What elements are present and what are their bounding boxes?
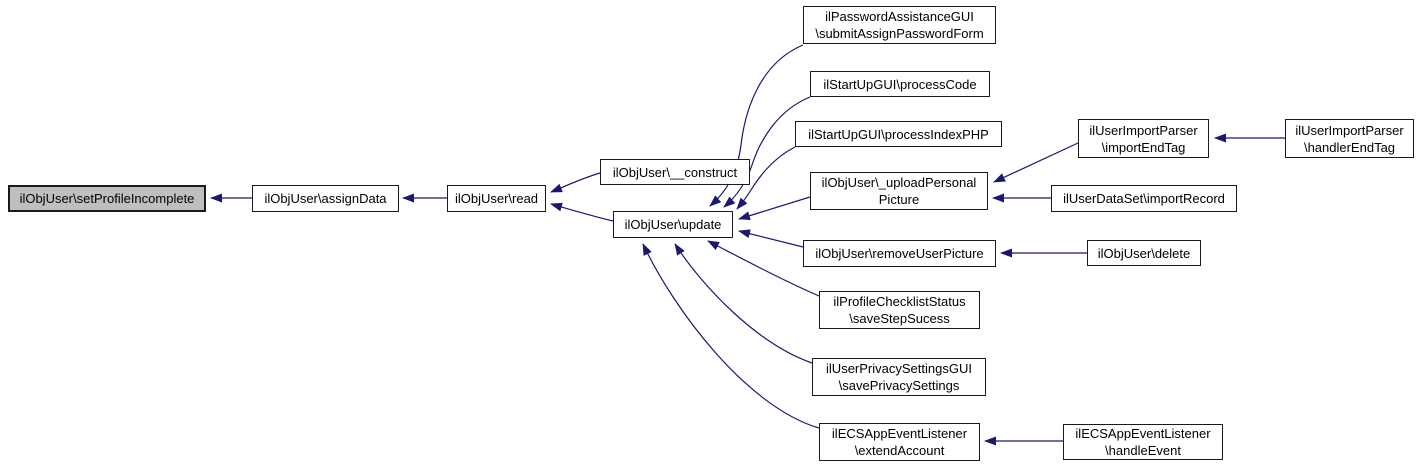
graph-node-update[interactable]: ilObjUser\update bbox=[613, 211, 733, 238]
edge-uploadPersonalPicture-to-update bbox=[738, 196, 811, 221]
edge-construct-to-read bbox=[550, 172, 601, 193]
edge-saveStepSucess-to-update bbox=[707, 240, 820, 297]
edge-processIndexPHP-to-update bbox=[736, 146, 796, 210]
graph-node-processCode[interactable]: ilStartUpGUI\processCode bbox=[810, 71, 990, 97]
graph-node-importRecord[interactable]: ilUserDataSet\importRecord bbox=[1051, 185, 1237, 212]
graph-node-read[interactable]: ilObjUser\read bbox=[447, 185, 546, 212]
node-label-line: ilECSAppEventListener bbox=[1075, 426, 1211, 441]
graph-node-extendAccount[interactable]: ilECSAppEventListener \extendAccount bbox=[819, 423, 980, 461]
node-label-line: Picture bbox=[878, 192, 920, 207]
node-label-line: \submitAssignPasswordForm bbox=[815, 26, 984, 41]
graph-node-savePrivacySettings[interactable]: ilUserPrivacySettingsGUI \savePrivacySett… bbox=[812, 358, 986, 396]
node-label-line: ilStartUpGUI\processCode bbox=[823, 76, 977, 92]
node-label-line: ilObjUser\removeUserPicture bbox=[815, 246, 984, 261]
node-label-line: ilUserDataSet\importRecord bbox=[1063, 191, 1225, 206]
node-label-line: ilUserPrivacySettingsGUI bbox=[826, 361, 972, 376]
node-label-line: ilObjUser\__construct bbox=[612, 164, 738, 180]
node-label-line: ilECSAppEventListener bbox=[831, 426, 968, 441]
edge-processCode-to-update bbox=[723, 96, 811, 208]
node-label-line: ilObjUser\_uploadPersonal bbox=[821, 175, 977, 190]
node-label-line: \extendAccount bbox=[854, 443, 945, 458]
graph-node-assignData[interactable]: ilObjUser\assignData bbox=[252, 185, 399, 212]
node-label-line: ilUserImportParser bbox=[1295, 122, 1404, 138]
node-label-line: \importEndTag bbox=[1101, 139, 1186, 155]
edge-submitAssignPasswordForm-to-update bbox=[709, 44, 804, 207]
graph-node-submitAssignPasswordForm[interactable]: ilPasswordAssistanceGUI \submitAssignPass… bbox=[803, 6, 996, 44]
node-label-line: ilPasswordAssistanceGUI bbox=[825, 9, 974, 24]
edge-extendAccount-to-update bbox=[642, 243, 820, 429]
node-label-line: \saveStepSucess bbox=[849, 311, 950, 326]
graph-node-delete[interactable]: ilObjUser\delete bbox=[1087, 240, 1201, 266]
graph-node-handleEvent[interactable]: ilECSAppEventListener \handleEvent bbox=[1063, 424, 1223, 460]
edge-importEndTag-to-uploadPersonalPicture bbox=[993, 142, 1079, 183]
node-label-line: ilObjUser\delete bbox=[1097, 245, 1191, 261]
graph-node-setProfileIncomplete: ilObjUser\setProfileIncomplete bbox=[8, 185, 206, 212]
graph-node-importEndTag[interactable]: ilUserImportParser\importEndTag bbox=[1078, 119, 1209, 158]
node-label-line: \handleEvent bbox=[1105, 443, 1181, 458]
graph-node-saveStepSucess[interactable]: ilProfileChecklistStatus \saveStepSucess bbox=[819, 291, 980, 329]
node-label-line: ilUserImportParser bbox=[1089, 122, 1198, 138]
node-label-line: \handlerEndTag bbox=[1303, 139, 1396, 155]
edge-update-to-read bbox=[550, 202, 614, 222]
graph-node-handlerEndTag[interactable]: ilUserImportParser\handlerEndTag bbox=[1285, 119, 1414, 158]
edge-savePrivacySettings-to-update bbox=[674, 243, 813, 364]
graph-node-construct[interactable]: ilObjUser\__construct bbox=[600, 159, 750, 185]
node-label-line: ilObjUser\setProfileIncomplete bbox=[19, 191, 195, 206]
graph-node-removeUserPicture[interactable]: ilObjUser\removeUserPicture bbox=[803, 240, 996, 267]
graph-node-processIndexPHP[interactable]: ilStartUpGUI\processIndexPHP bbox=[795, 121, 1002, 147]
node-label-line: ilObjUser\update bbox=[624, 217, 722, 232]
node-label-line: ilObjUser\assignData bbox=[264, 191, 387, 206]
edge-removeUserPicture-to-update bbox=[738, 229, 804, 248]
edges-group bbox=[210, 44, 1285, 446]
node-label-line: ilProfileChecklistStatus bbox=[833, 294, 966, 309]
node-label-line: ilObjUser\read bbox=[454, 191, 539, 206]
node-label-line: \savePrivacySettings bbox=[838, 378, 960, 393]
node-label-line: ilStartUpGUI\processIndexPHP bbox=[808, 126, 989, 142]
